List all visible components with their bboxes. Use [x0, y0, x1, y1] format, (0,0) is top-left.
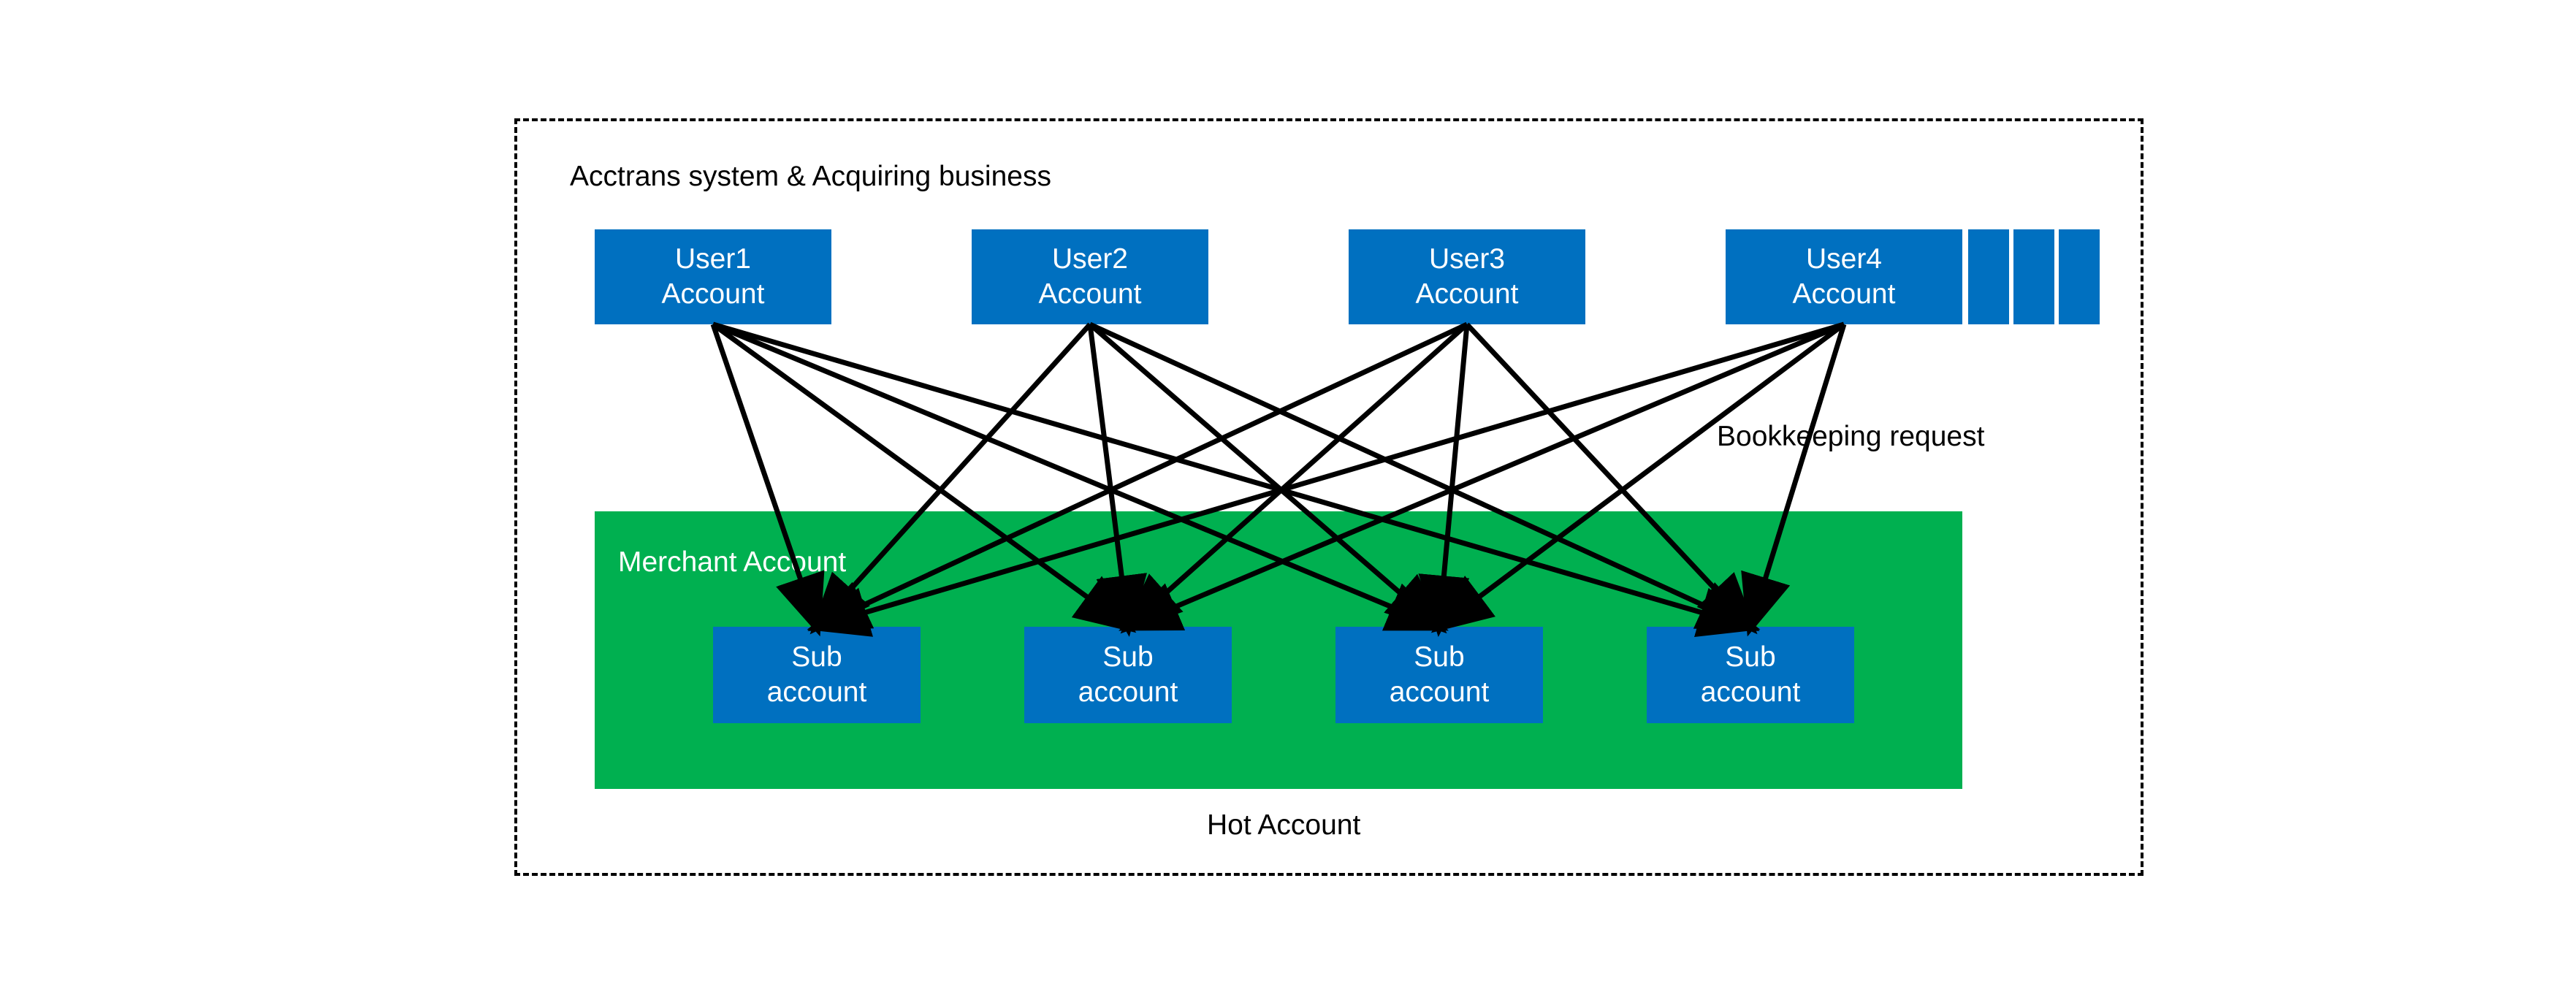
more-accounts-block: [2013, 229, 2054, 324]
system-title: Acctrans system & Acquiring business: [570, 161, 1051, 192]
user1-account-box: User1 Account: [595, 229, 831, 324]
merchant-account-label: Merchant Account: [618, 546, 847, 578]
sub-account-box-2: Sub account: [1024, 627, 1232, 723]
user4-account-box: User4 Account: [1726, 229, 1962, 324]
user4-account-type: Account: [1792, 278, 1896, 310]
user2-account-name: User2: [1051, 243, 1129, 275]
more-accounts-block: [1968, 229, 2009, 324]
user1-account-name: User1: [674, 243, 752, 275]
user2-account-type: Account: [1038, 278, 1142, 310]
sub-account-label-line1: Sub: [791, 641, 842, 673]
sub-account-label-line2: account: [1389, 676, 1490, 708]
sub-account-label-line2: account: [1700, 676, 1801, 708]
user1-account-type: Account: [661, 278, 765, 310]
sub-account-box-1: Sub account: [713, 627, 921, 723]
sub-account-label-line1: Sub: [1102, 641, 1154, 673]
user3-account-type: Account: [1415, 278, 1519, 310]
sub-account-label-line2: account: [1078, 676, 1178, 708]
sub-account-box-3: Sub account: [1335, 627, 1543, 723]
user4-account-name: User4: [1805, 243, 1883, 275]
sub-account-box-4: Sub account: [1647, 627, 1854, 723]
hot-account-label: Hot Account: [1207, 809, 1361, 841]
user2-account-box: User2 Account: [972, 229, 1208, 324]
bookkeeping-request-label: Bookkeeping request: [1717, 421, 1985, 452]
user3-account-box: User3 Account: [1349, 229, 1585, 324]
system-boundary: [514, 118, 2144, 876]
more-accounts-block: [2059, 229, 2100, 324]
user3-account-name: User3: [1428, 243, 1506, 275]
sub-account-label-line1: Sub: [1725, 641, 1776, 673]
sub-account-label-line2: account: [766, 676, 867, 708]
sub-account-label-line1: Sub: [1414, 641, 1465, 673]
